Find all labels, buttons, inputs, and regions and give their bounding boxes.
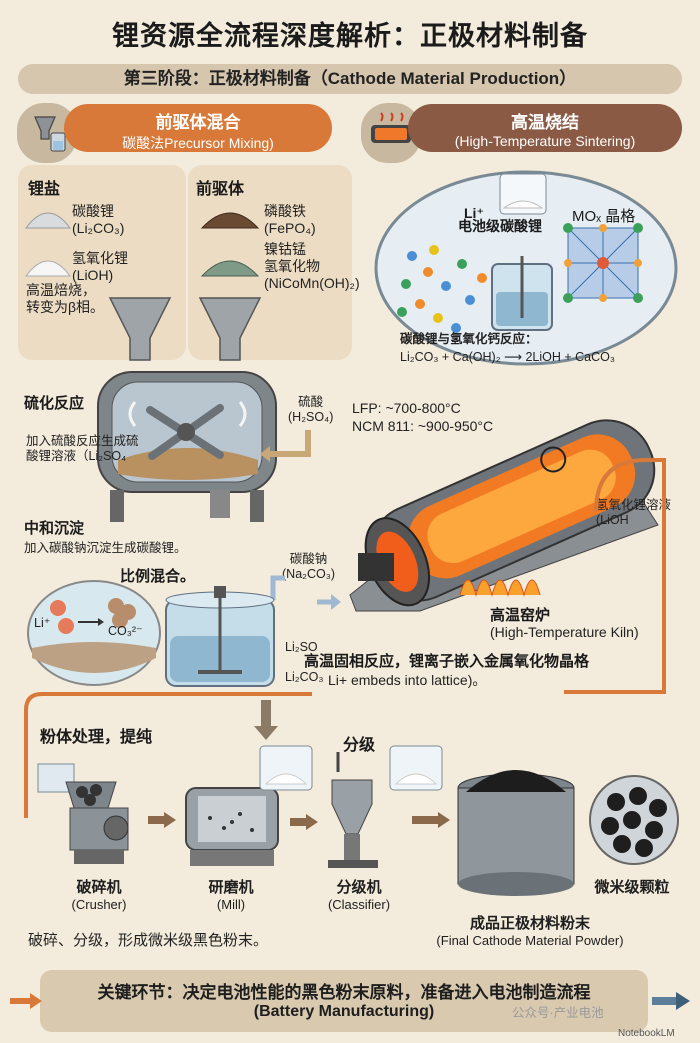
sulfuric-acid-label: 硫酸 (H₂SO₄) <box>288 395 334 424</box>
solid-reaction-cn: 高温固相反应，锂离子嵌入金属氧化物晶格 <box>304 653 590 670</box>
mill-machine <box>185 787 279 866</box>
iron-phosphate-name: 磷酸铁 <box>264 203 306 219</box>
precursor-mixing-icon <box>34 116 66 152</box>
brand-logo: NotebookLM <box>618 1028 675 1039</box>
li-ion-label: Li⁺ <box>34 616 51 630</box>
classifier-label: 分级机 <box>336 879 382 896</box>
process-flow-line <box>24 692 312 818</box>
precursor-heading: 前驱体 <box>196 181 245 198</box>
carbonate-ion-label: CO₃²⁻ <box>108 624 143 638</box>
classifier-output-beaker <box>389 745 443 791</box>
arrow-classifier-to-product <box>412 812 450 828</box>
solid-reaction-en: Li+ embeds into lattice)。 <box>328 672 487 688</box>
classifier-machine <box>328 752 378 868</box>
left-section-header: 前驱体混合 碳酸法Precursor Mixing) <box>64 104 332 152</box>
lithium-carbonate-formula: (Li₂CO₃) <box>72 220 125 236</box>
micro-particle-label: 微米级颗粒 <box>594 879 670 896</box>
crusher-label: 破碎机 <box>76 879 122 896</box>
sulfation-heading: 硫化反应 <box>24 395 85 412</box>
right-section-header: 高温烧结 (High-Temperature Sintering) <box>408 104 682 152</box>
rotary-kiln <box>349 419 659 612</box>
mill-label: 研磨机 <box>208 879 254 896</box>
kiln-english: (High-Temperature Kiln) <box>490 624 639 640</box>
watermark: 公众号·产业电池 <box>512 1006 604 1020</box>
crystal-li-label: Li⁺ <box>464 205 484 221</box>
li2co3-tag: Li₂CO₃ <box>285 670 324 684</box>
ncm-temperature: NCM 811: ~900-950°C <box>352 418 494 434</box>
footer-left-arrow-icon <box>10 993 42 1009</box>
ion-magnifier <box>27 580 161 686</box>
kiln-name: 高温窑炉 <box>490 607 551 624</box>
ratio-mixing-label: 比例混合。 <box>120 568 196 585</box>
footer-line-1: 关键环节：决定电池性能的黑色粉末原料，准备进入电池制造流程 <box>97 983 591 1002</box>
left-header-subtitle: 碳酸法Precursor Mixing) <box>122 135 274 151</box>
iron-phosphate-powder-icon <box>200 212 260 229</box>
classifier-en: (Classifier) <box>327 897 391 912</box>
lithium-carbonate-label: 碳酸锂 (Li₂CO₃) <box>72 203 124 237</box>
right-header-title: 高温烧结 <box>511 113 579 132</box>
crusher-machine <box>37 763 129 864</box>
ncm-hydroxide-label: 镍钴锰 氢氧化物 (NiCoMn(OH)₂) <box>264 241 360 292</box>
reaction-equation: Li₂CO₃ + Ca(OH)₂ ⟶ 2LiOH + CaCO₃ <box>400 350 615 364</box>
ncm-hydroxide-formula: (NiCoMn(OH)₂) <box>264 275 360 291</box>
stage-banner: 第三阶段：正极材料制备（Cathode Material Production） <box>18 64 682 94</box>
iron-phosphate-formula: (FePO₄) <box>264 220 316 236</box>
reaction-title: 碳酸锂与氢氧化钙反应： <box>400 332 538 346</box>
powder-heading: 粉体处理，提纯 <box>40 729 153 746</box>
iron-phosphate-label: 磷酸铁 (FePO₄) <box>264 203 316 237</box>
battery-grade-label: 电池级碳酸锂 <box>458 218 542 234</box>
mill-output-beaker <box>259 745 313 791</box>
mill-en: (Mill) <box>216 897 246 912</box>
right-header-subtitle: (High-Temperature Sintering) <box>454 133 636 149</box>
mixer-drum-illustration <box>97 297 277 522</box>
sulfation-note: 加入硫酸反应生成硫 酸锂溶液（Li₂SO₄ <box>26 434 139 463</box>
lioh-solution-tag: 氢氧化锂溶液 (LiOH <box>596 498 672 527</box>
lfp-temperature: LFP: ~700-800°C <box>352 400 461 416</box>
neutralization-note: 加入碳酸钠沉淀生成碳酸锂。 <box>24 541 187 555</box>
arrow-mill-to-classifier <box>290 814 318 830</box>
left-header-title: 前驱体混合 <box>155 113 241 132</box>
neutralization-heading: 中和沉淀 <box>24 520 85 537</box>
lithium-hydroxide-name: 氢氧化锂 <box>72 250 128 266</box>
lithium-hydroxide-powder-icon <box>25 260 71 277</box>
arrow-crusher-to-mill <box>148 812 176 828</box>
final-powder-container <box>457 770 575 896</box>
ncm-hydroxide-powder-icon <box>200 260 260 277</box>
acid-inlet-arrow <box>260 430 311 462</box>
lithium-hydroxide-label: 氢氧化锂 (LiOH) <box>72 250 128 284</box>
sodium-carbonate-label: 碳酸钠 (Na₂CO₃) <box>282 552 335 581</box>
sodium-carbonate-inlet-arrow <box>270 575 341 610</box>
reactor-tank <box>165 586 275 687</box>
footer-line-2: (Battery Manufacturing) <box>253 1003 435 1020</box>
crystal-magnifier <box>374 170 678 366</box>
footer-right-arrow-icon <box>652 992 690 1010</box>
final-product-en: (Final Cathode Material Powder) <box>436 933 624 948</box>
lithium-carbonate-name: 碳酸锂 <box>72 203 114 219</box>
page-title: 锂资源全流程深度解析：正极材料制备 <box>112 21 588 51</box>
micro-particle-magnifier <box>589 775 679 865</box>
kiln-return-arrow <box>564 458 666 694</box>
crusher-en: (Crusher) <box>71 897 127 912</box>
final-product-label: 成品正极材料粉末 <box>469 915 590 932</box>
ncm-hydroxide-name: 镍钴锰 氢氧化物 <box>264 241 320 274</box>
lithium-carbonate-powder-icon <box>25 212 71 229</box>
roasting-note: 高温焙烧， 转变为β相。 <box>26 282 105 315</box>
footer-banner: 关键环节：决定电池性能的黑色粉末原料，准备进入电池制造流程 (Battery M… <box>40 970 648 1032</box>
powder-summary: 破碎、分级，形成微米级黑色粉末。 <box>28 932 269 949</box>
lithium-salt-heading: 锂盐 <box>28 181 61 198</box>
classify-label: 分级 <box>343 737 376 754</box>
li2so4-tag: Li₂SO <box>285 640 318 654</box>
lithium-hydroxide-formula: (LiOH) <box>72 267 114 283</box>
mox-lattice-label: MOₓ 晶格 <box>572 208 636 225</box>
furnace-icon <box>371 112 411 143</box>
